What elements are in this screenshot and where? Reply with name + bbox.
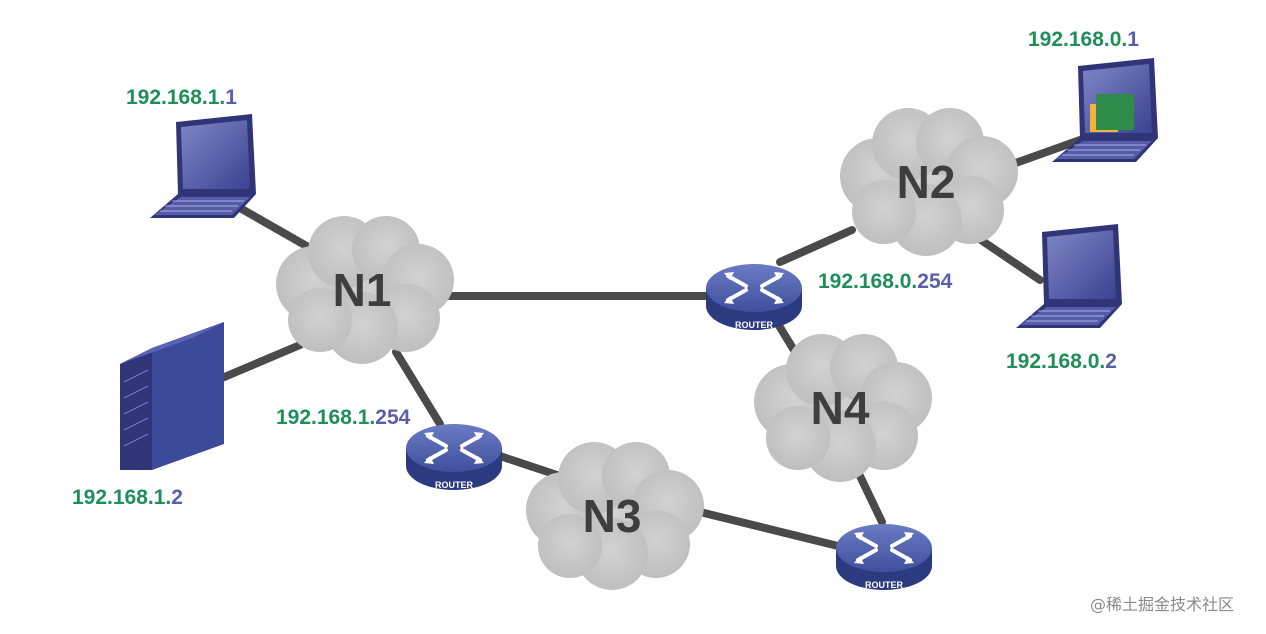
- links: [218, 136, 1084, 552]
- cloud-n2-label: N2: [897, 156, 956, 208]
- link-server-n1: [218, 341, 304, 382]
- router-bottom-label: ROUTER: [865, 580, 904, 590]
- ip-laptop-right-bottom: 192.168.0.2: [1006, 350, 1117, 373]
- ip-laptop-left: 192.168.1.1: [126, 86, 237, 109]
- cloud-n4-label: N4: [811, 382, 870, 434]
- link-n2-laptop-bottom: [974, 234, 1044, 284]
- ip-server: 192.168.1.2: [72, 486, 183, 509]
- router-left-label: ROUTER: [435, 480, 474, 490]
- router-top-label: ROUTER: [735, 320, 774, 330]
- link-router-left-n3: [496, 452, 564, 480]
- link-laptop-left-n1: [236, 204, 314, 252]
- ip-laptop-right-top: 192.168.0.1: [1028, 28, 1139, 51]
- cloud-n1: N1: [276, 216, 454, 364]
- server-icon: [120, 322, 224, 470]
- cloud-n4: N4: [754, 334, 932, 482]
- link-n4-router-bottom: [856, 472, 886, 526]
- cloud-n3-label: N3: [583, 490, 642, 542]
- cloud-n1-label: N1: [333, 264, 392, 316]
- ip-router-left: 192.168.1.254: [276, 406, 411, 429]
- link-router-top-n2: [776, 226, 856, 266]
- link-n1-router-left: [392, 348, 444, 428]
- cloud-n2: N2: [840, 108, 1018, 256]
- server: [120, 322, 224, 470]
- ip-router-top: 192.168.0.254: [818, 270, 953, 293]
- highlight-square-green: [1096, 94, 1134, 130]
- laptop-right-top: [1051, 57, 1159, 163]
- router-top: ROUTER: [704, 262, 804, 332]
- link-n3-router-bottom: [696, 508, 850, 552]
- router-bottom: ROUTER: [834, 522, 934, 592]
- watermark: @稀土掘金技术社区: [1090, 595, 1234, 614]
- router-left: ROUTER: [404, 422, 504, 492]
- laptop-icon: [149, 113, 257, 219]
- laptop-left: [149, 113, 257, 219]
- link-n2-laptop-top: [1006, 136, 1084, 169]
- cloud-n3: N3: [526, 442, 704, 590]
